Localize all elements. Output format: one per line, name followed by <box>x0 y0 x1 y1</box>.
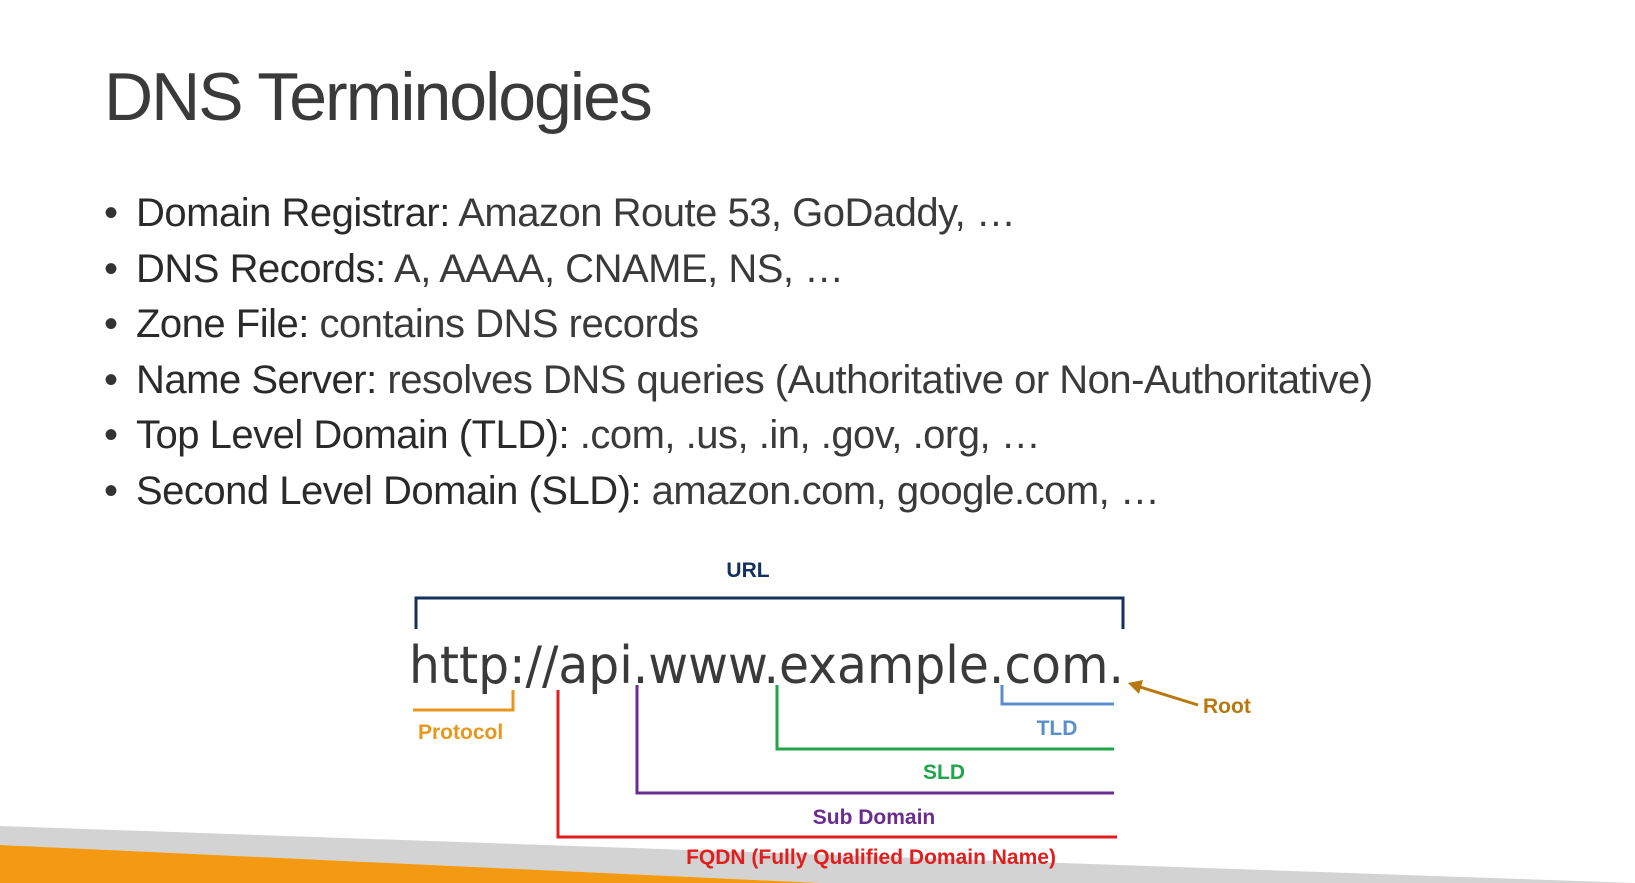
term-label: Domain Registrar: <box>136 191 450 235</box>
terminology-list: •Domain Registrar: Amazon Route 53, GoDa… <box>104 186 1373 519</box>
list-item: •DNS Records: A, AAAA, CNAME, NS, … <box>104 246 844 291</box>
url-label: URL <box>726 559 769 582</box>
list-item: •Second Level Domain (SLD): amazon.com, … <box>104 468 1160 513</box>
fqdn-label: FQDN (Fully Qualified Domain Name) <box>686 846 1056 869</box>
term-label: Top Level Domain (TLD): <box>136 413 570 457</box>
term-description: contains DNS records <box>319 302 699 346</box>
sub-domain-label: Sub Domain <box>813 806 936 829</box>
term-label: Name Server: <box>136 357 377 402</box>
footer-gray-band <box>0 826 1635 883</box>
term-label: Second Level Domain (SLD): <box>136 468 642 513</box>
term-description: .com, .us, .in, .gov, .org, … <box>579 413 1041 457</box>
footer-orange-band <box>0 845 820 883</box>
example-url: http://api.www.example.com. <box>409 636 1124 696</box>
sld-label: SLD <box>923 761 965 784</box>
list-item: •Zone File: contains DNS records <box>104 302 699 346</box>
term-description: A, AAAA, CNAME, NS, … <box>394 246 844 291</box>
term-description: amazon.com, google.com, … <box>651 468 1160 513</box>
page-title: DNS Terminologies <box>104 59 653 135</box>
root-arrow <box>1139 685 1199 707</box>
list-item: •Domain Registrar: Amazon Route 53, GoDa… <box>104 191 1016 235</box>
fqdn-bracket <box>556 690 1117 839</box>
root-arrowhead <box>1128 680 1143 694</box>
term-description: Amazon Route 53, GoDaddy, … <box>458 191 1016 235</box>
url-bracket <box>414 596 1125 629</box>
protocol-bracket <box>413 690 515 712</box>
root-label: Root <box>1203 695 1251 718</box>
sld-bracket <box>775 685 1114 751</box>
list-item: •Name Server: resolves DNS queries (Auth… <box>104 357 1373 402</box>
term-label: DNS Records: <box>136 246 386 291</box>
tld-label: TLD <box>1037 717 1078 740</box>
tld-bracket <box>1000 685 1114 706</box>
term-description: resolves DNS queries (Authoritative or N… <box>387 357 1373 402</box>
sub-domain-bracket <box>635 685 1114 795</box>
protocol-label: Protocol <box>418 721 503 744</box>
term-label: Zone File: <box>136 302 309 346</box>
list-item: •Top Level Domain (TLD): .com, .us, .in,… <box>104 413 1041 457</box>
